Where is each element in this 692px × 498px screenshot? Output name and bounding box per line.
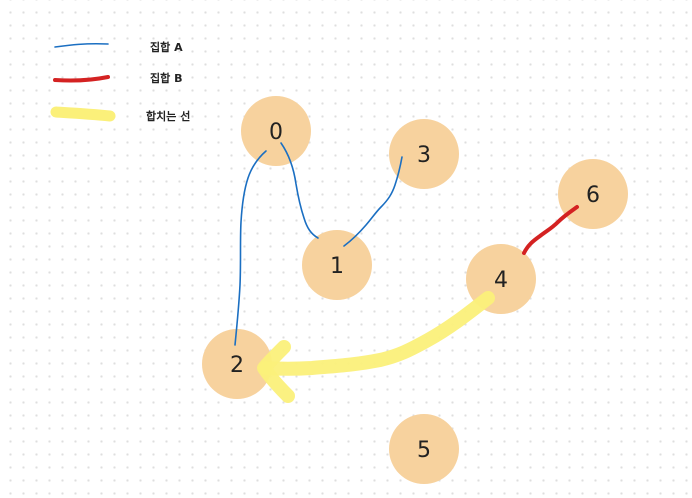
node-1-circle	[302, 230, 372, 300]
legend-label-set-b: 집합 B	[150, 71, 182, 85]
legend-label-set-a: 집합 A	[150, 40, 183, 54]
node-3-label: 3	[417, 143, 431, 168]
node-1[interactable]: 1	[302, 230, 372, 300]
legend-label-merge: 합치는 선	[146, 109, 190, 123]
node-2-circle	[202, 329, 272, 399]
edges	[234, 142, 579, 403]
legend-item-merge: 합치는 선	[50, 106, 190, 123]
node-1-label: 1	[330, 254, 344, 279]
legend-item-set-a: 집합 A	[54, 40, 183, 54]
edge-0-1	[280, 142, 319, 239]
set-b-swatch	[53, 75, 110, 83]
nodes: 0 1 2 3 4 5 6	[202, 96, 628, 484]
node-3[interactable]: 3	[389, 119, 459, 189]
node-5-label: 5	[417, 438, 431, 463]
node-0-label: 0	[269, 120, 283, 145]
edge-1-3	[343, 156, 403, 247]
node-6[interactable]: 6	[558, 159, 628, 229]
node-2-label: 2	[230, 353, 244, 378]
node-5-circle	[389, 414, 459, 484]
legend-item-set-b: 집합 B	[53, 71, 182, 85]
node-2[interactable]: 2	[202, 329, 272, 399]
node-3-circle	[389, 119, 459, 189]
node-4-label: 4	[494, 268, 508, 293]
edge-4-6	[522, 205, 579, 255]
legend: 집합 A 집합 B 합치는 선	[50, 40, 190, 123]
node-6-label: 6	[586, 183, 600, 208]
merge-arrow-shaft	[259, 291, 495, 376]
edge-0-2	[234, 150, 267, 346]
node-0-circle	[241, 96, 311, 166]
set-a-swatch	[54, 42, 109, 48]
node-5[interactable]: 5	[389, 414, 459, 484]
merge-arrow-head	[257, 340, 295, 403]
edge-4-2-merge	[257, 291, 495, 403]
merge-swatch	[50, 106, 116, 122]
node-0[interactable]: 0	[241, 96, 311, 166]
node-6-circle	[558, 159, 628, 229]
